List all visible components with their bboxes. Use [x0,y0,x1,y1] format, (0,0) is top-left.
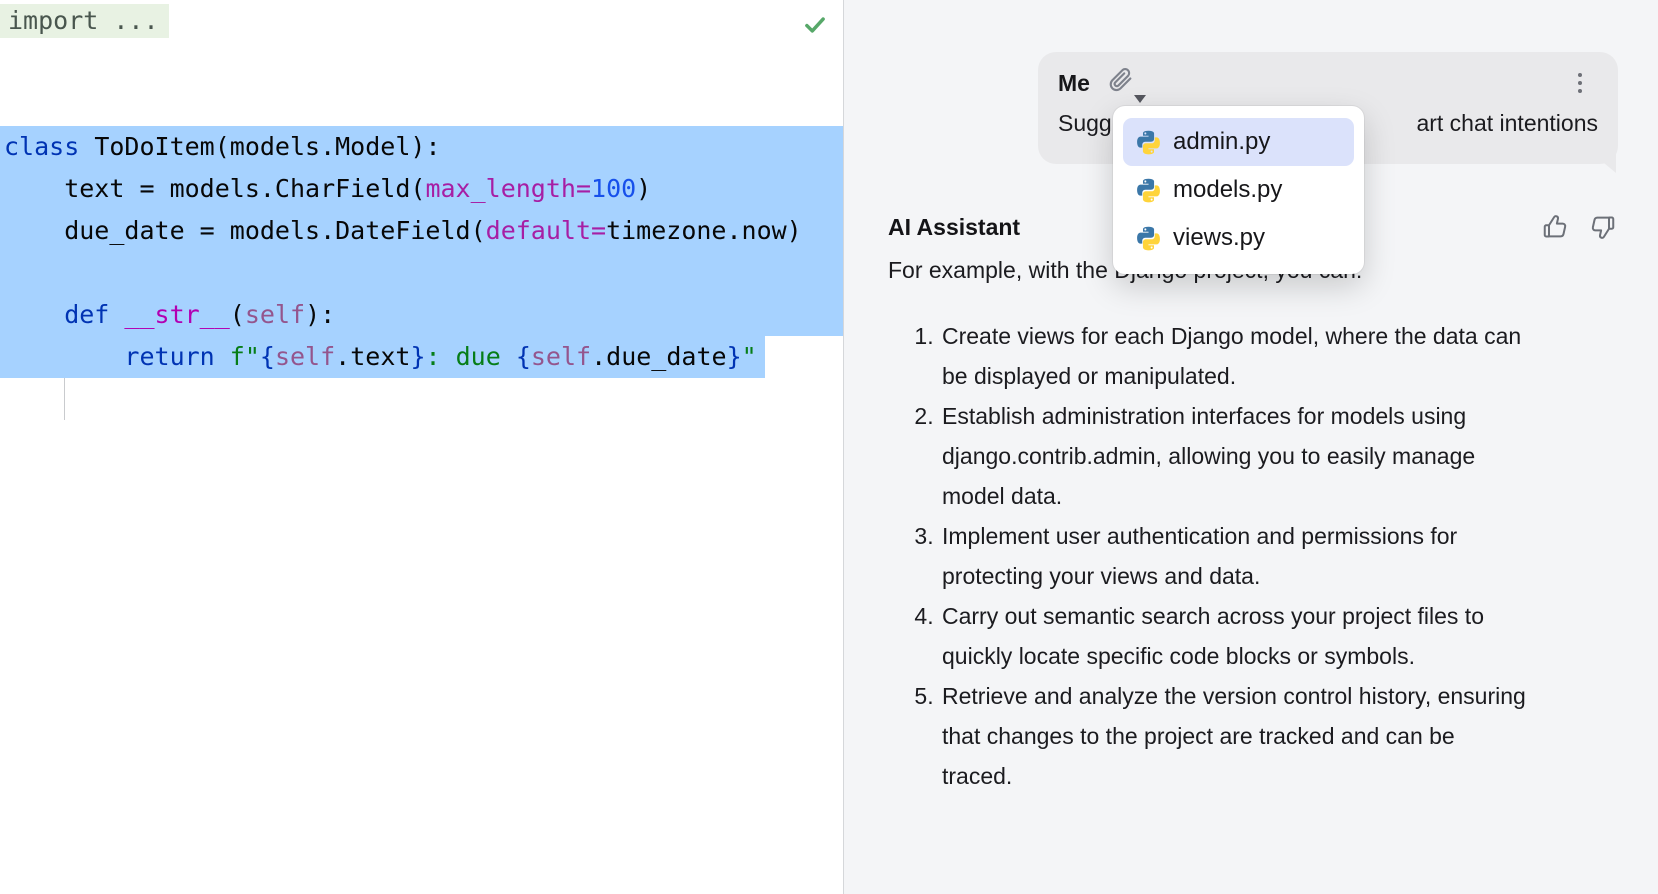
green-check-icon [805,17,825,33]
user-author-label: Me [1058,69,1090,96]
thumbs-down-button[interactable] [1588,212,1618,242]
file-option-models.py[interactable]: models.py [1123,166,1354,214]
attachment-dropdown-arrow-icon [1133,95,1146,103]
code-block: class ToDoItem(models.Model): text = mod… [0,126,843,378]
code-line[interactable] [0,252,843,294]
bubble-tail [1592,153,1616,173]
inspection-status-icon[interactable] [802,12,828,38]
file-option-admin.py[interactable]: admin.py [1123,118,1354,166]
ai-assistant-chat-panel: Me Sugg art chat intentions admin.py mode… [843,0,1658,894]
user-message-text-right: art chat intentions [1416,110,1598,136]
assistant-capabilities-list: Create views for each Django model, wher… [888,316,1528,796]
python-file-icon [1137,178,1160,202]
user-message-text: Sugg art chat intentions [1058,108,1598,138]
kebab-menu-icon [1578,73,1582,77]
file-option-label: views.py [1173,224,1266,251]
folded-import-region[interactable]: import ... [0,4,169,38]
code-line[interactable]: class ToDoItem(models.Model): [0,126,843,168]
thumbs-up-button[interactable] [1540,212,1570,242]
paperclip-icon [1109,68,1132,92]
code-editor-pane[interactable]: import ... class ToDoItem(models.Model):… [0,0,843,894]
list-item: Establish administration interfaces for … [940,396,1528,516]
assistant-author-label: AI Assistant [888,213,1021,240]
code-line[interactable]: text = models.CharField(max_length=100) [0,168,843,210]
user-message-header: Me [1058,66,1598,103]
code-line[interactable]: def __str__(self): [0,294,843,336]
code-line[interactable]: return f"{self.text}: due {self.due_date… [0,336,843,378]
file-option-label: models.py [1173,176,1283,203]
list-item: Carry out semantic search across your pr… [940,596,1528,676]
message-options-button[interactable] [1574,69,1586,97]
feedback-buttons [1540,212,1618,242]
attachment-button[interactable] [1106,67,1146,103]
list-item: Create views for each Django model, wher… [940,316,1528,396]
user-message-text-left: Sugg [1058,110,1112,136]
list-item: Retrieve and analyze the version control… [940,676,1528,796]
thumbs-up-icon [1543,215,1567,238]
indent-guide-line [64,378,65,420]
attachment-files-popup: admin.py models.py views.py [1113,106,1364,274]
file-option-views.py[interactable]: views.py [1123,214,1354,262]
python-file-icon [1137,226,1160,250]
list-item: Implement user authentication and permis… [940,516,1528,596]
python-file-icon [1137,130,1160,154]
thumbs-down-icon [1591,216,1615,239]
assistant-message-header: AI Assistant [888,210,1618,244]
file-option-label: admin.py [1173,128,1271,155]
code-line[interactable]: due_date = models.DateField(default=time… [0,210,843,252]
